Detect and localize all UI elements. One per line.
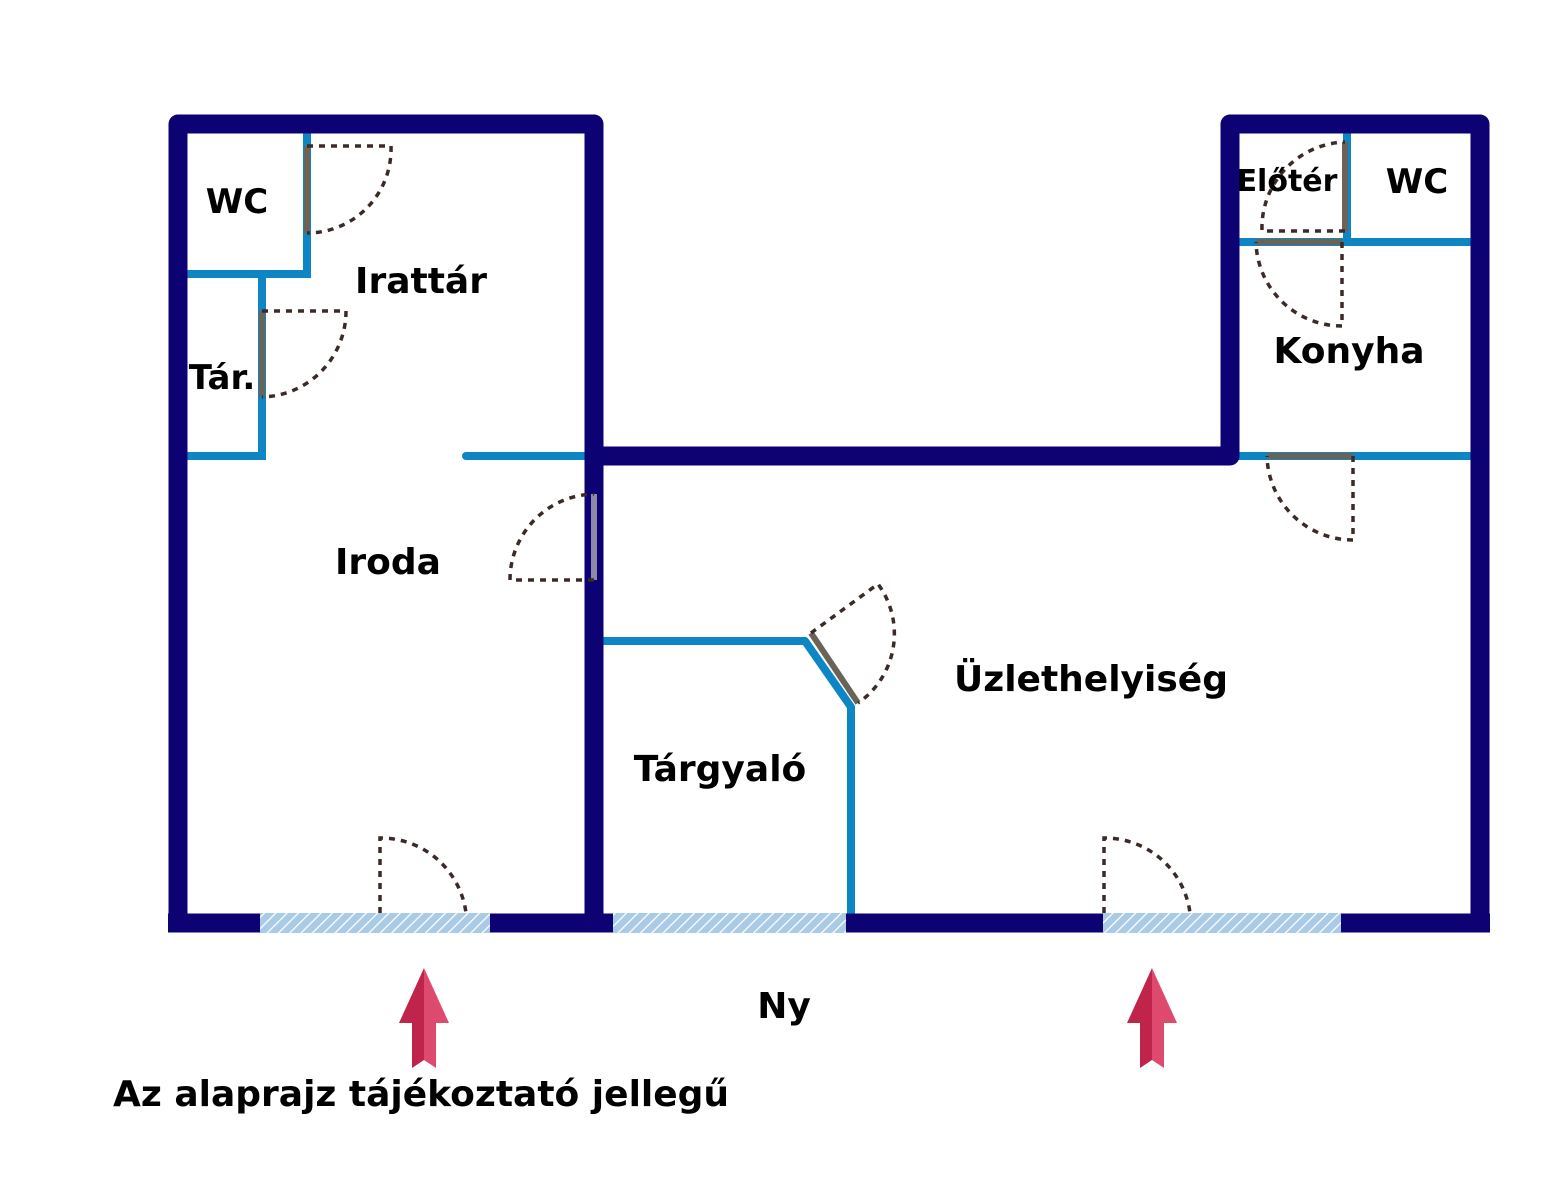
- disclaimer-text: Az alaprajz tájékoztató jellegű: [113, 1074, 729, 1115]
- doors: [259, 140, 1355, 914]
- window-uzlethelyiseg: [1103, 913, 1341, 933]
- door-eloter-konyha: [1254, 239, 1344, 328]
- room-label-uzlethelyiseg: Üzlethelyiség: [954, 658, 1228, 700]
- door-shop-entrance: [1102, 836, 1192, 914]
- room-label-eloter: Előtér: [1237, 164, 1338, 199]
- window-iroda: [260, 913, 490, 933]
- door-tar: [259, 309, 348, 399]
- orientation-label: Ny: [757, 986, 811, 1027]
- room-label-wc-right: WC: [1386, 162, 1448, 202]
- window-targyalo: [613, 913, 846, 933]
- entrance-arrow-icon: [399, 968, 449, 1068]
- door-iroda-entrance: [378, 836, 468, 914]
- door-eloter-wc: [1260, 140, 1348, 233]
- room-label-wc-left: WC: [206, 182, 268, 222]
- wall-targyalo: [594, 637, 855, 923]
- room-label-tar: Tár.: [189, 358, 256, 398]
- door-konyha: [1265, 453, 1355, 542]
- room-label-iroda: Iroda: [335, 542, 441, 583]
- room-label-irattar: Irattár: [355, 261, 487, 302]
- room-labels: WC Irattár Tár. Iroda Tárgyaló Üzlethely…: [189, 162, 1449, 790]
- room-label-konyha: Konyha: [1273, 331, 1424, 372]
- room-label-targyalo: Tárgyaló: [634, 749, 807, 790]
- door-targyalo: [808, 581, 897, 705]
- windows: [260, 913, 1341, 933]
- door-wc-left: [304, 144, 393, 235]
- entrance-arrow-icon: [1127, 968, 1177, 1068]
- door-iroda-targyalo: [508, 492, 597, 582]
- wall-west-block: [168, 114, 604, 933]
- wall-central-north: [584, 114, 1490, 933]
- entrance-arrows: [399, 968, 1177, 1068]
